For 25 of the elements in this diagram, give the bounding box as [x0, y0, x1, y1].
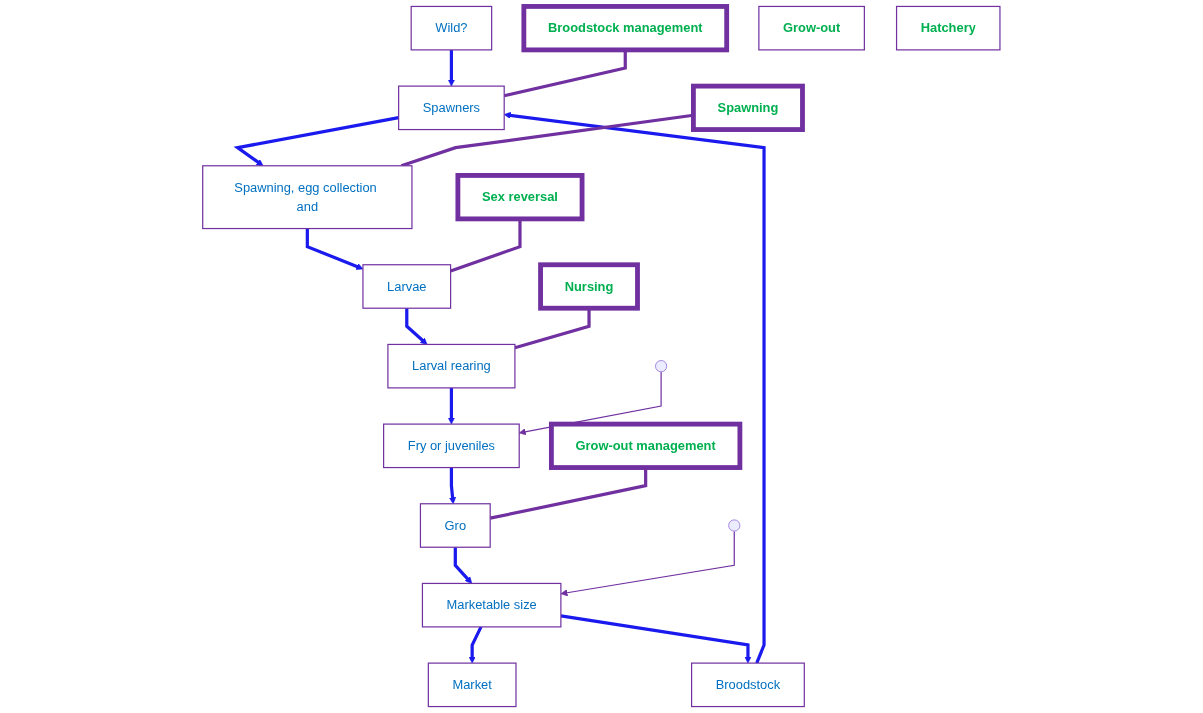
- arrow: [468, 626, 483, 664]
- node-box: Grow-out: [758, 5, 866, 51]
- arrow: [305, 228, 364, 270]
- node-box: Grow-out management: [549, 421, 743, 470]
- node-box: Gro: [420, 503, 491, 548]
- node-box: Wild?: [410, 5, 493, 51]
- node-box: Larval rearing: [387, 343, 516, 389]
- arrow: [405, 308, 428, 345]
- node-box: Spawning, egg collection and: [202, 165, 413, 230]
- node-box: Broodstock: [691, 662, 806, 708]
- node-box: Sex reversal: [455, 173, 585, 222]
- arrow: [448, 387, 456, 425]
- arrow: [504, 111, 766, 664]
- node-box: Spawning: [691, 83, 806, 132]
- node-box: Nursing: [538, 262, 641, 311]
- node-box: Fry or juveniles: [383, 423, 520, 469]
- node-box: Spawners: [398, 85, 505, 131]
- arrow: [453, 547, 473, 584]
- node-box: Hatchery: [896, 5, 1001, 51]
- node-box: Market: [427, 662, 517, 708]
- arrow: [449, 467, 457, 505]
- node-box: Larvae: [362, 264, 452, 309]
- node-box: Broodstock management: [521, 4, 730, 53]
- arrow: [448, 49, 456, 87]
- node-box: Marketable size: [422, 582, 562, 628]
